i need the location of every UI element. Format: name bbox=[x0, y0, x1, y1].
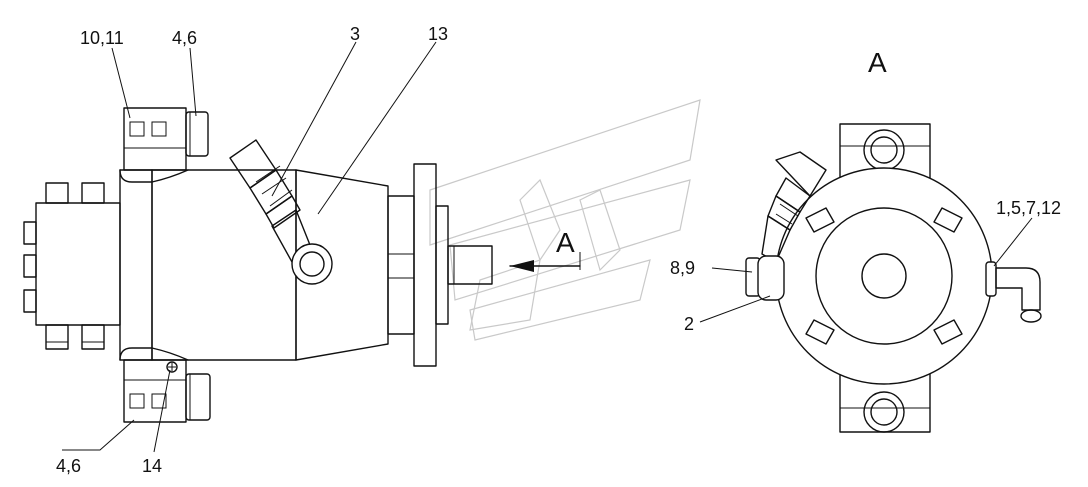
banjo-fitting bbox=[757, 255, 785, 301]
mount-slot bbox=[805, 207, 835, 233]
end-angled-sensor bbox=[761, 151, 827, 263]
end-block bbox=[35, 202, 121, 326]
drive-shaft bbox=[447, 245, 493, 285]
housing-inner-circle bbox=[815, 207, 953, 345]
callout-1-5-7-12: 1,5,7,12 bbox=[996, 198, 1061, 218]
top-port-plug bbox=[185, 111, 209, 157]
housing-outer-circle bbox=[775, 167, 993, 385]
view-a-title: A bbox=[868, 47, 887, 78]
elbow-nut bbox=[985, 261, 997, 297]
fitting bbox=[45, 182, 69, 204]
fitting bbox=[45, 324, 69, 350]
main-body bbox=[151, 169, 297, 361]
bottom-port-plug bbox=[185, 373, 211, 421]
fitting bbox=[81, 324, 105, 350]
shaft-end bbox=[861, 253, 907, 299]
sensor-banjo-ring bbox=[291, 243, 333, 285]
watermark-logo bbox=[429, 99, 701, 341]
mount-slot bbox=[805, 319, 835, 345]
mount-slot bbox=[933, 319, 963, 345]
end-bolt bbox=[23, 254, 37, 278]
angled-sensor bbox=[229, 139, 313, 263]
pump-end-view bbox=[745, 123, 1042, 433]
callout-8-9: 8,9 bbox=[670, 258, 695, 278]
callout-13: 13 bbox=[428, 24, 448, 44]
front-housing bbox=[295, 169, 389, 361]
callout-10-11: 10,11 bbox=[80, 28, 124, 48]
callout-14: 14 bbox=[142, 456, 162, 476]
top-port-block bbox=[123, 107, 187, 171]
valve-head bbox=[119, 169, 153, 361]
callout-3: 3 bbox=[350, 24, 360, 44]
view-arrow-label: A bbox=[556, 227, 575, 258]
leader-lines bbox=[62, 41, 1033, 453]
flange-pilot bbox=[435, 205, 449, 325]
screw-14 bbox=[166, 361, 178, 373]
callout-4-6-bottom: 4,6 bbox=[56, 456, 81, 476]
end-bolt bbox=[23, 289, 37, 313]
callout-2: 2 bbox=[684, 314, 694, 334]
callout-4-6-top: 4,6 bbox=[172, 28, 197, 48]
shaft-seal-housing bbox=[387, 195, 415, 335]
elbow-fitting bbox=[995, 267, 1041, 311]
view-direction-arrow bbox=[509, 252, 581, 272]
end-bolt bbox=[23, 221, 37, 245]
mounting-flange bbox=[413, 163, 437, 367]
mount-slot bbox=[933, 207, 963, 233]
pump-side-view bbox=[23, 107, 493, 423]
fitting bbox=[81, 182, 105, 204]
